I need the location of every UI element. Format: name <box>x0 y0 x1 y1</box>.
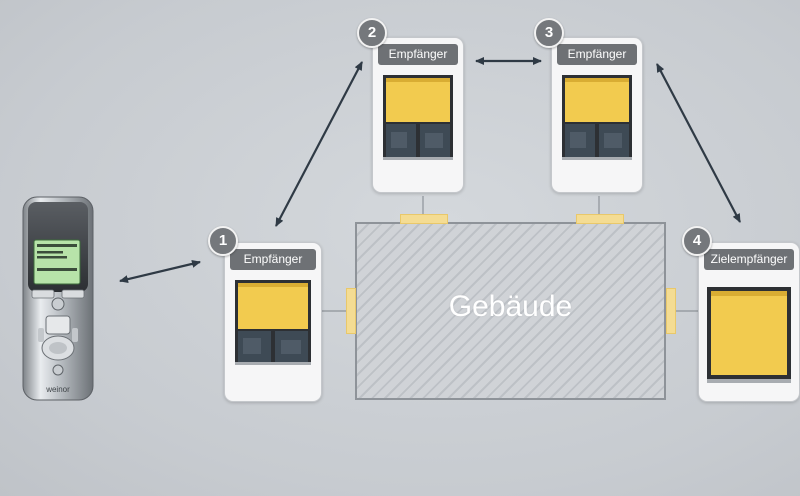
window-marker-left <box>346 288 356 334</box>
window-marker-top-right <box>576 214 624 224</box>
arrow-receiver-1-to-receiver-2 <box>275 61 363 227</box>
receiver-1-header: Empfänger <box>230 249 316 270</box>
remote-control-icon: weinor <box>22 196 94 401</box>
receiver-2-window <box>383 75 453 160</box>
receiver-1-number-badge: 1 <box>208 226 238 256</box>
arrow-remote-to-receiver-1 <box>119 259 201 284</box>
receiver-1-window <box>235 280 311 365</box>
window-icon <box>235 280 311 365</box>
receiver-2-header: Empfänger <box>378 44 458 65</box>
arrow-receiver-3-to-receiver-4 <box>656 63 741 223</box>
receiver-card-4: Zielempfänger <box>698 242 800 402</box>
window-marker-right <box>666 288 676 334</box>
receiver-card-3: Empfänger <box>551 37 643 193</box>
receiver-3-header: Empfänger <box>557 44 637 65</box>
receiver-4-header: Zielempfänger <box>704 249 794 270</box>
window-icon <box>383 75 453 160</box>
receiver-card-2: Empfänger <box>372 37 464 193</box>
receiver-4-number-badge: 4 <box>682 226 712 256</box>
remote-control: weinor <box>22 196 94 401</box>
receiver-3-number-badge: 3 <box>534 18 564 48</box>
receiver-3-window <box>562 75 632 160</box>
receiver-2-number-badge: 2 <box>357 18 387 48</box>
window-marker-top-left <box>400 214 448 224</box>
window-icon <box>562 75 632 160</box>
remote-brand-text: weinor <box>45 385 70 394</box>
building: Gebäude <box>355 222 666 400</box>
receiver-card-1: Empfänger <box>224 242 322 402</box>
building-label: Gebäude <box>448 290 573 323</box>
window-icon <box>707 287 791 383</box>
receiver-4-window <box>707 287 791 383</box>
